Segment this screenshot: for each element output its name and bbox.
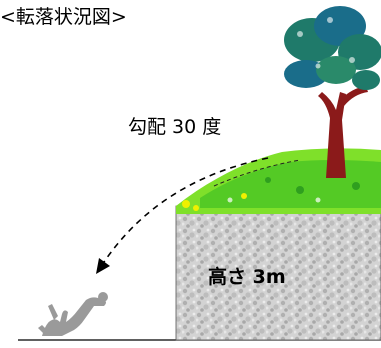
tree-icon (284, 6, 381, 178)
grass-mound (176, 148, 381, 214)
fall-arrowhead (96, 258, 110, 274)
wall-height-label: 高さ 3m (208, 266, 286, 288)
fall-trajectory (103, 157, 269, 263)
falling-person-icon (38, 292, 108, 336)
diagram-title: <転落状況図> (0, 6, 127, 28)
stone-wall (175, 205, 381, 341)
slope-label: 勾配 30 度 (128, 116, 222, 138)
